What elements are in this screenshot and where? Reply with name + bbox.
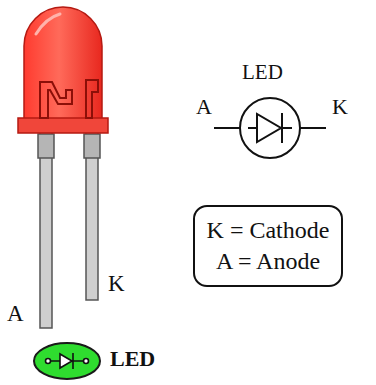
anode-lead-label: A [7, 302, 24, 325]
anode-symbol-label: A [196, 96, 212, 118]
legend-line: K = Cathode [207, 215, 330, 246]
legend-box: K = CathodeA = Anode [193, 205, 344, 287]
cathode-symbol-label: K [332, 96, 348, 118]
icon-caption: LED [110, 348, 155, 370]
legend-line: A = Anode [207, 246, 330, 277]
led-icon [34, 343, 100, 379]
led-symbol [214, 98, 326, 158]
cathode-lead-label: K [108, 272, 125, 295]
led-body [18, 7, 108, 133]
led-leads [38, 132, 100, 328]
symbol-title: LED [242, 62, 283, 83]
